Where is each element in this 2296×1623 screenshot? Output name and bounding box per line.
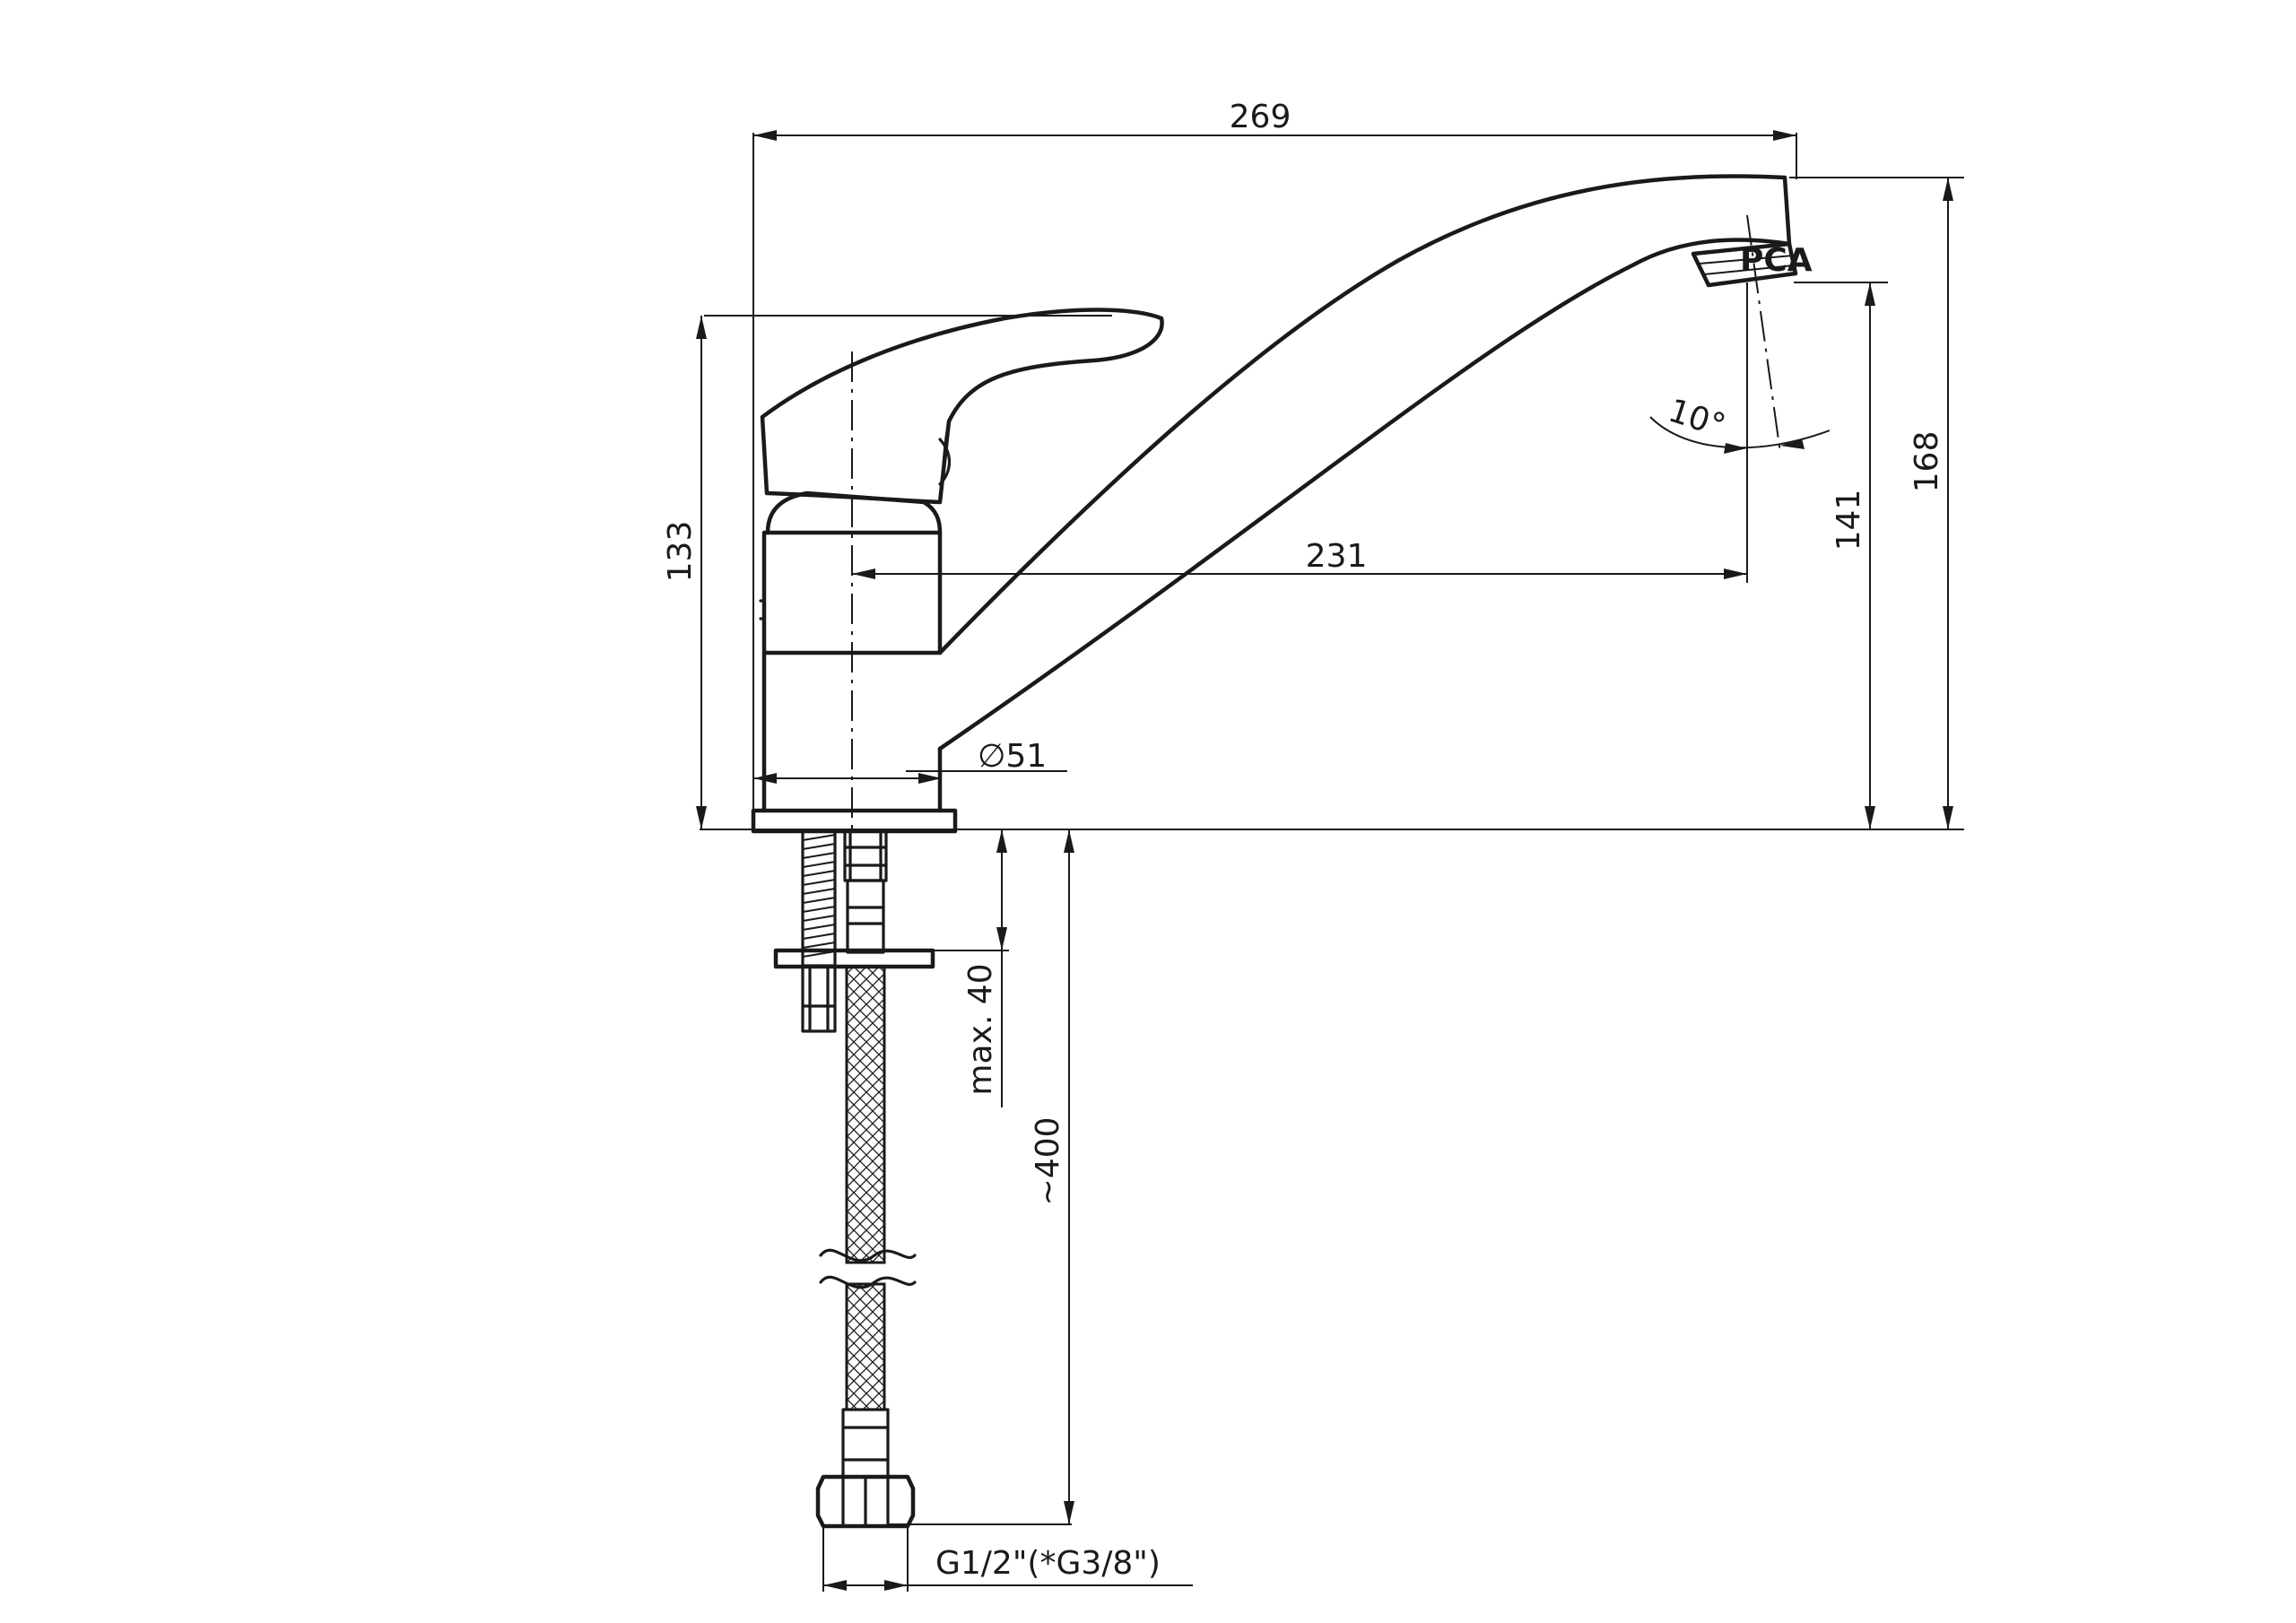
dimension-max-deck: max. 40 [962, 829, 1007, 1107]
mounting-hardware [773, 829, 935, 1529]
base-plate [751, 808, 958, 834]
dimension-overall-length: 269 [753, 99, 1796, 141]
dimension-base-diameter: ∅51 [753, 738, 1047, 784]
dimension-outlet-height: 141 [1831, 282, 1875, 829]
faucet-outline: PCA [751, 174, 1813, 834]
aerator-marking: PCA [1740, 242, 1813, 279]
label-max-deck: max. 40 [962, 963, 999, 1095]
dimension-spout-angle: 10° [1649, 393, 1831, 454]
label-handle-height: 133 [662, 521, 699, 583]
label-hose-length: ~400 [1030, 1117, 1066, 1206]
construction-lines [700, 133, 1964, 1592]
braided-hose [845, 965, 886, 1264]
hose-break [819, 1248, 917, 1289]
outlet-axis [1746, 214, 1781, 454]
dimension-spout-reach: 231 [852, 538, 1747, 579]
label-total-height: 168 [1909, 431, 1945, 493]
dimension-hose-length: ~400 [1030, 829, 1074, 1524]
dimension-total-height: 168 [1909, 178, 1953, 829]
label-connection-thread: G1/2"(*G3/8") [935, 1545, 1161, 1582]
label-spout-reach: 231 [1306, 538, 1368, 575]
label-base-diameter: ∅51 [978, 738, 1047, 775]
lever-handle [760, 308, 1164, 505]
label-spout-angle: 10° [1664, 393, 1729, 446]
aerator [1691, 241, 1798, 288]
hose-ferrule [841, 1408, 890, 1479]
label-overall-length: 269 [1230, 99, 1292, 135]
dimension-connection-thread: G1/2"(*G3/8") [823, 1545, 1193, 1591]
mounting-nut [801, 965, 837, 1033]
dimension-handle-height: 133 [662, 316, 707, 829]
spout [937, 174, 1792, 751]
label-outlet-height: 141 [1831, 490, 1867, 551]
